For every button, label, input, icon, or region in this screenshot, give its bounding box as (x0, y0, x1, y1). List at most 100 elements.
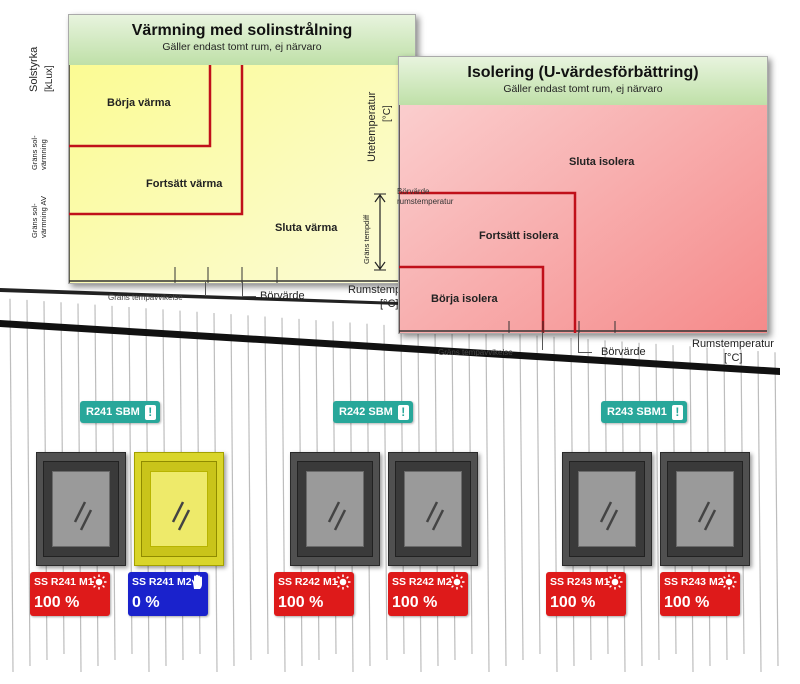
insulation-y-axis-unit: [°C] (382, 105, 393, 122)
insulation-x-tick-right: Börvärde (601, 346, 646, 358)
group-badge-label: R243 SBM1 (607, 406, 667, 418)
insulation-setpoint-label: Börvärde rumstemperatur (397, 187, 454, 206)
blind-line (230, 314, 235, 667)
window-icon[interactable] (388, 452, 478, 566)
insulation-panel-header: Isolering (U-värdesförbättring) Gäller e… (399, 57, 767, 105)
insulation-start-threshold (399, 265, 545, 333)
insulation-tempdiff-label: Gräns tempdiff (362, 214, 371, 264)
blind-line (536, 335, 541, 655)
shading-status-tile[interactable]: SS R243 M2 100 % (660, 572, 740, 616)
group-badge-r242[interactable]: R242 SBM ! (333, 401, 413, 423)
blind-line (264, 316, 269, 655)
blind-line (519, 334, 524, 661)
heating-x-tick-left: Gräns tempavvikelse (108, 293, 183, 302)
glass-reflection (171, 501, 191, 531)
tile-value: 100 % (34, 594, 80, 611)
heating-y-tick-upper: Gräns sol- värmning (30, 135, 48, 170)
shading-status-tile[interactable]: SS R243 M1 100 % (546, 572, 626, 616)
blind-line (9, 298, 14, 673)
blind-line (655, 343, 660, 661)
exclamation-icon: ! (671, 404, 683, 420)
heating-panel-title: Värmning med solinstrålning (131, 22, 353, 39)
heating-region-start: Börja värma (107, 97, 171, 109)
window-icon[interactable] (290, 452, 380, 566)
insulation-region-start: Börja isolera (431, 293, 498, 305)
sun-icon (721, 574, 737, 590)
insulation-stop-threshold (399, 191, 577, 333)
heating-panel-subtitle: Gäller endast tomt rum, ej närvaro (162, 41, 322, 53)
window-glass (578, 471, 636, 547)
heating-x-tick-left-leader (205, 282, 206, 296)
glass-reflection (697, 501, 717, 531)
sun-icon (91, 574, 107, 590)
group-badge-label: R241 SBM (86, 406, 140, 418)
blind-line (553, 336, 558, 673)
tile-value: 100 % (278, 594, 324, 611)
window-frame (395, 461, 471, 557)
group-badge-label: R242 SBM (339, 406, 393, 418)
window-frame (297, 461, 373, 557)
insulation-plot (399, 105, 767, 333)
window-glass (404, 471, 462, 547)
blind-line (281, 317, 286, 673)
window-glass (306, 471, 364, 547)
tile-name: SS R242 M2 (392, 576, 452, 588)
insulation-x-axis-label: Rumstemperatur (692, 338, 774, 350)
tile-name: SS R241 M2 (132, 576, 192, 588)
heating-y-tick-lower: Gräns sol- värmning AV (30, 196, 48, 238)
window-icon[interactable] (660, 452, 750, 566)
tempdiff-arrow (374, 193, 386, 271)
sun-icon (607, 574, 623, 590)
tile-name: SS R243 M2 (664, 576, 724, 588)
heating-plot (69, 65, 415, 283)
window-icon[interactable] (36, 452, 126, 566)
tile-value: 100 % (664, 594, 710, 611)
heating-x-axis-label: Rumstemp (348, 284, 402, 296)
heating-x-tick-right-leader-h (242, 296, 256, 297)
insulation-x-tick-right-leader-h (578, 352, 592, 353)
window-icon[interactable] (134, 452, 224, 566)
insulation-region-continue: Fortsätt isolera (479, 230, 559, 242)
heating-start-threshold (69, 65, 212, 148)
exclamation-icon: ! (397, 404, 409, 420)
separator-band (0, 320, 780, 375)
insulation-region-stop: Sluta isolera (569, 156, 635, 168)
tile-name: SS R243 M1 (550, 576, 610, 588)
window-frame (667, 461, 743, 557)
insulation-panel-subtitle: Gäller endast tomt rum, ej närvaro (503, 83, 663, 95)
tile-name: SS R242 M1 (278, 576, 338, 588)
heating-x-tick-right: Börvärde (260, 290, 305, 302)
tile-value: 100 % (550, 594, 596, 611)
window-icon[interactable] (562, 452, 652, 566)
heating-region-stop: Sluta värma (275, 222, 338, 234)
window-frame (569, 461, 645, 557)
insulation-x-axis-unit: [°C] (724, 352, 743, 364)
window-frame (141, 461, 217, 557)
heating-x-tick-right-leader (242, 282, 243, 296)
tile-value: 0 % (132, 594, 160, 611)
separator-band-upper (0, 288, 400, 305)
heating-x-axis-unit: [°C] (380, 298, 399, 310)
shading-status-tile[interactable]: SS R241 M2 0 % (128, 572, 208, 616)
heating-y-axis-unit: [kLux] (44, 65, 55, 92)
heating-stop-threshold (69, 65, 244, 216)
glass-reflection (425, 501, 445, 531)
blind-line (774, 352, 779, 667)
blind-line (247, 315, 252, 661)
glass-reflection (599, 501, 619, 531)
glass-reflection (73, 501, 93, 531)
heating-panel-header: Värmning med solinstrålning Gäller endas… (69, 15, 415, 65)
group-badge-r241[interactable]: R241 SBM ! (80, 401, 160, 423)
glass-reflection (327, 501, 347, 531)
blind-line (485, 332, 490, 673)
sun-icon (335, 574, 351, 590)
shading-status-tile[interactable]: SS R242 M1 100 % (274, 572, 354, 616)
window-glass (52, 471, 110, 547)
blind-line (502, 333, 507, 667)
insulation-x-tick-left-leader (542, 332, 543, 350)
blind-line (383, 324, 388, 661)
group-badge-r243[interactable]: R243 SBM1 ! (601, 401, 687, 423)
insulation-chart-panel: Isolering (U-värdesförbättring) Gäller e… (397, 56, 768, 334)
